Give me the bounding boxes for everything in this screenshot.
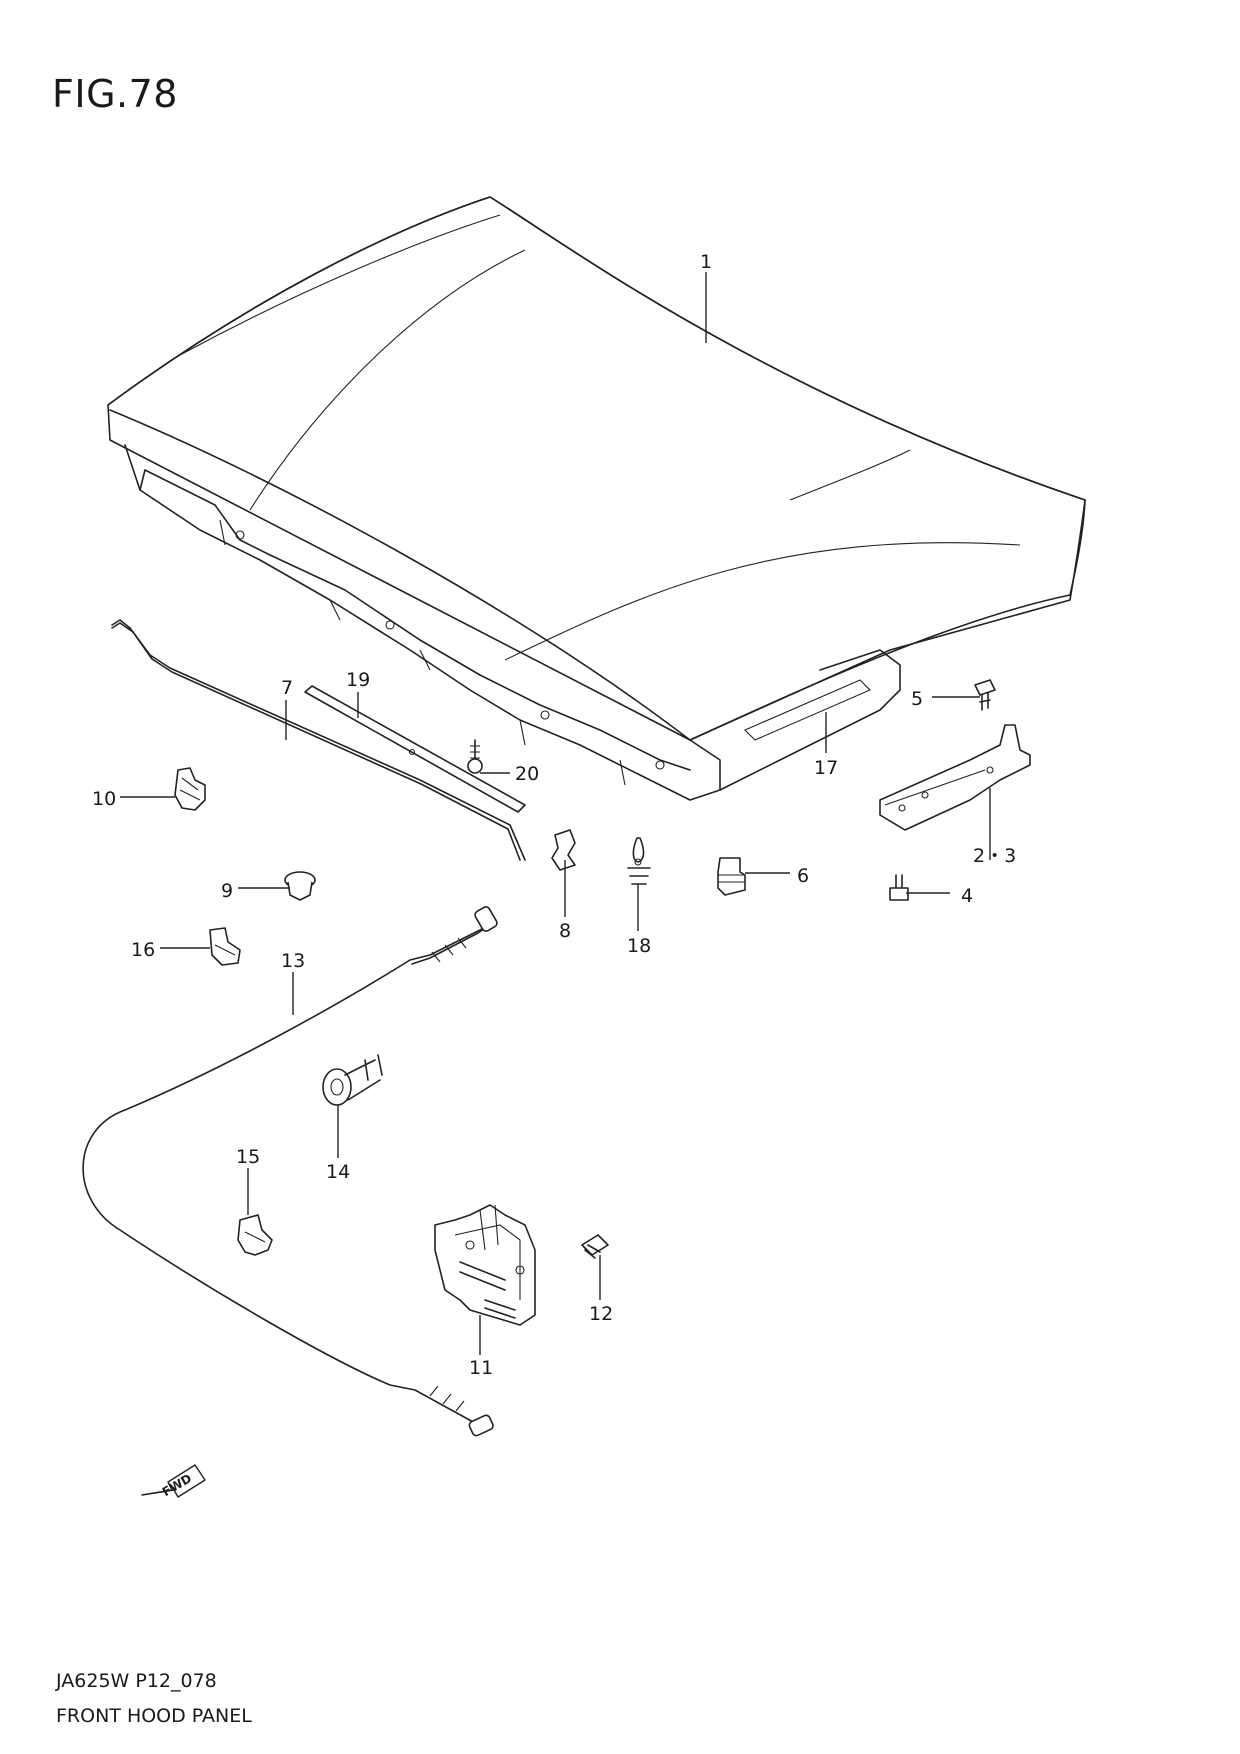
figure-code: JA625W P12_078 (56, 1670, 217, 1692)
callout-9: 9 (221, 880, 233, 902)
hood-panel (107, 196, 1086, 801)
callout-17: 17 (814, 757, 838, 779)
callout-6: 6 (797, 865, 809, 887)
callout-16: 16 (131, 939, 155, 961)
callout-13: 13 (281, 950, 305, 972)
figure-title: FIG.78 (52, 72, 178, 116)
callout-12: 12 (589, 1303, 613, 1325)
weatherstrip (304, 685, 526, 813)
clip-20 (467, 739, 483, 774)
callout-15: 15 (236, 1146, 260, 1168)
grommet-14 (322, 1054, 383, 1106)
callout-19: 19 (346, 669, 370, 691)
callout-labels: 1 2・3 4 5 6 7 8 9 10 11 12 13 14 15 16 1… (92, 251, 1016, 1379)
callout-18: 18 (627, 935, 651, 957)
leader-lines (120, 272, 991, 1355)
clamp-16 (209, 927, 241, 966)
cushion-9 (284, 871, 316, 901)
callout-7: 7 (281, 677, 293, 699)
bolt-5 (974, 679, 996, 711)
bolt-12 (581, 1234, 609, 1259)
callout-14: 14 (326, 1161, 350, 1183)
hood-lock-11 (434, 1204, 536, 1326)
clip-8 (551, 829, 576, 871)
figure-name: FRONT HOOD PANEL (56, 1705, 252, 1727)
callout-10: 10 (92, 788, 116, 810)
hood-support-rod (111, 619, 526, 861)
callout-20: 20 (515, 763, 539, 785)
callout-11: 11 (469, 1357, 493, 1379)
bolt-4 (889, 874, 909, 901)
callout-1: 1 (700, 251, 712, 273)
clip-18 (627, 837, 651, 885)
callout-5: 5 (911, 688, 923, 710)
clip-15 (237, 1214, 273, 1256)
forward-direction-arrow: FWD (141, 1464, 206, 1499)
callout-4: 4 (961, 885, 973, 907)
clip-10 (174, 767, 206, 811)
callout-8: 8 (559, 920, 571, 942)
hood-hinge (879, 724, 1031, 831)
callout-2-3: 2・3 (973, 845, 1016, 867)
hood-release-cable (82, 906, 498, 1437)
bumper-6 (717, 857, 746, 896)
